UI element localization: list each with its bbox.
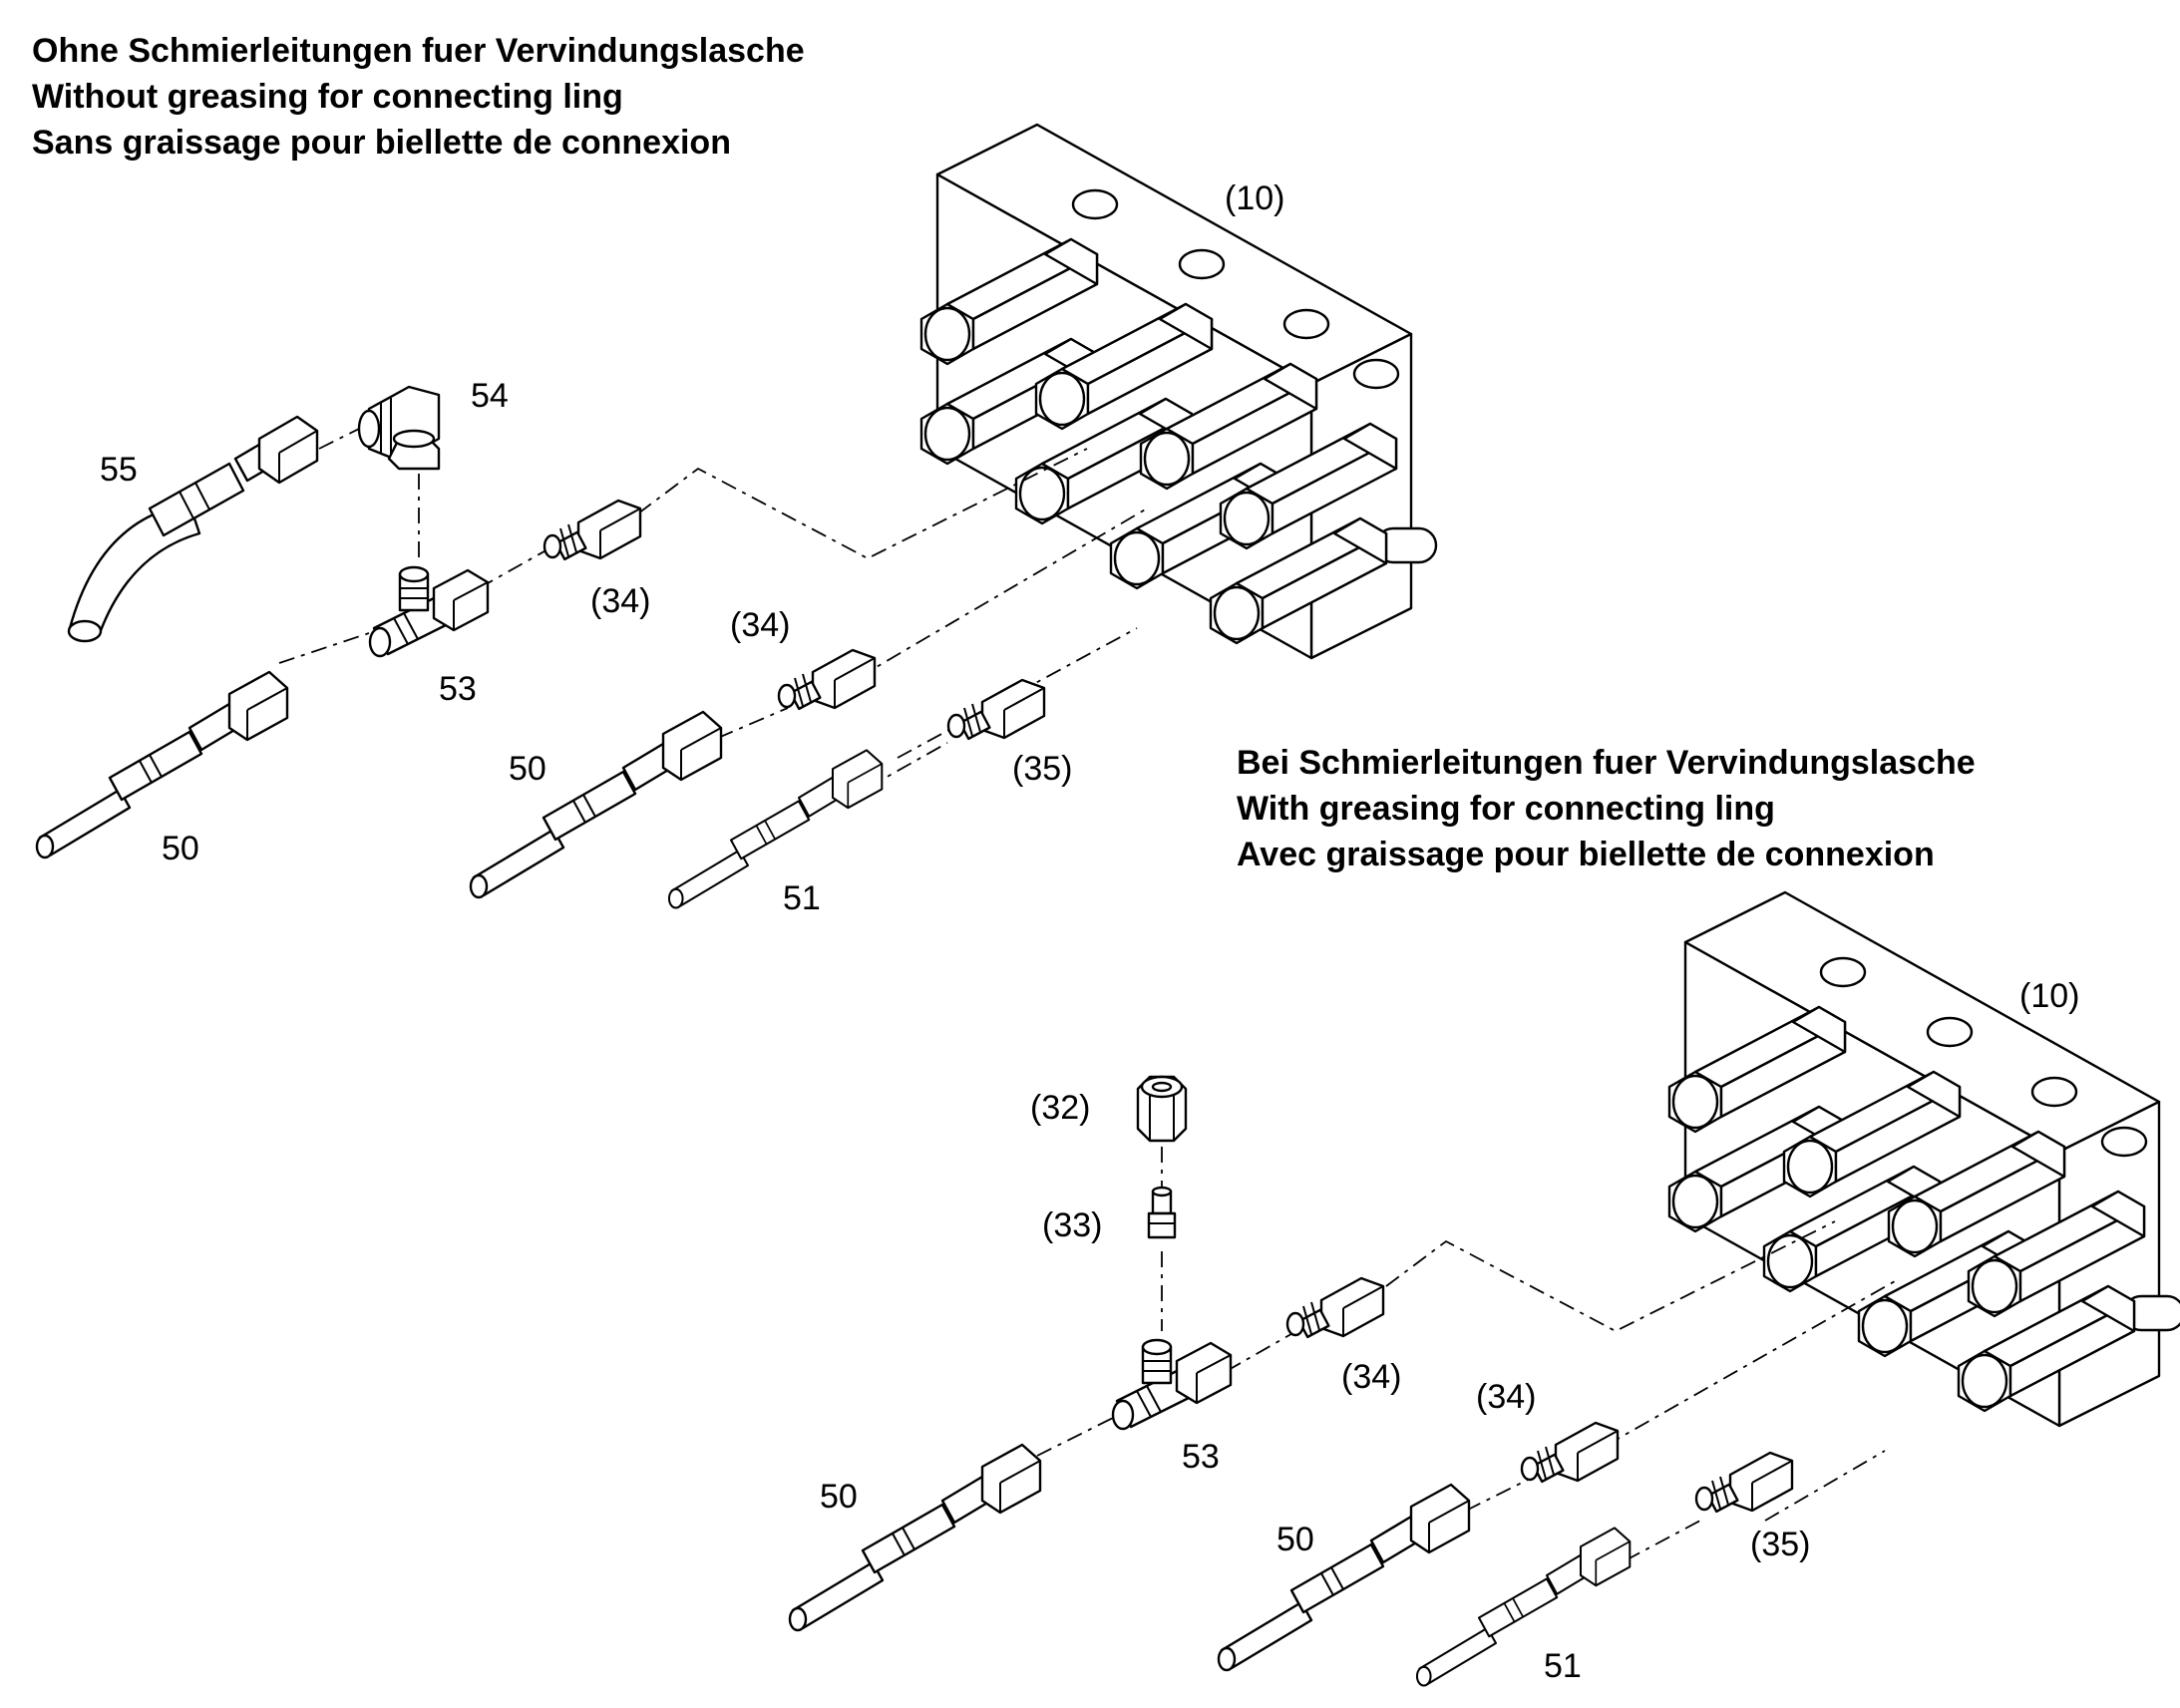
label-53-bottom: 53 — [1182, 1438, 1220, 1476]
nipple-34-upper-bottom — [1520, 1421, 1620, 1484]
centerline-hose-nipple-upper-top — [717, 707, 789, 739]
centerline-hose-nipple-lower-bottom — [1625, 1520, 1701, 1561]
label-32: (32) — [1030, 1089, 1090, 1127]
nut-32 — [1136, 1075, 1188, 1143]
label-50-lower-top: 50 — [162, 830, 199, 867]
label-50-mid-top: 50 — [509, 750, 546, 788]
label-50-left-bottom: 50 — [820, 1478, 858, 1516]
caption-top-line-1: Ohne Schmierleitungen fuer Vervindungsla… — [32, 32, 805, 70]
label-10-top: (10) — [1225, 179, 1284, 217]
centerline-hose-tee-top — [278, 632, 370, 664]
label-35-bottom: (35) — [1750, 1526, 1810, 1563]
centerline-nipple-block-lower-bottom — [1764, 1450, 1886, 1522]
hose-50-left-bottom — [788, 1443, 1042, 1632]
caption-top-line-3: Sans graissage pour biellette de connexi… — [32, 124, 731, 162]
centerline-nipple-block-upper-top — [857, 508, 1148, 679]
label-34-tee-bottom: (34) — [1341, 1358, 1401, 1396]
label-54-top: 54 — [471, 377, 509, 415]
centerline-hose-tee-bottom — [1036, 1415, 1118, 1457]
centerline-tee-block-bottom — [1385, 1220, 1836, 1333]
nipple-34-tee-top — [543, 499, 642, 561]
centerline-tee-block-top — [637, 448, 1088, 560]
caption-top-line-2: Without greasing for connecting ling — [32, 78, 623, 116]
plug-33 — [1147, 1186, 1177, 1239]
caption-bottom-line-3: Avec graissage pour biellette de connexi… — [1237, 836, 1935, 873]
label-51-bottom: 51 — [1544, 1647, 1582, 1685]
distributor-block-top — [921, 125, 1436, 658]
nipple-35-bottom — [1694, 1451, 1794, 1514]
hose-50-mid-top — [469, 710, 723, 899]
centerline-tee-nipple-bottom — [1226, 1330, 1297, 1372]
grease-hose-55 — [67, 415, 319, 643]
tee-fitting-53-bottom — [1111, 1338, 1233, 1431]
caption-top: Ohne Schmierleitungen fuer Vervindungsla… — [32, 32, 805, 162]
label-53-top: 53 — [439, 670, 477, 708]
nipple-34-tee-bottom — [1285, 1276, 1385, 1339]
caption-bottom: Bei Schmierleitungen fuer Vervindungslas… — [1237, 744, 1976, 873]
label-55-top: 55 — [100, 451, 138, 489]
distributor-block-bottom — [1669, 892, 2180, 1426]
elbow-fitting-54 — [357, 385, 441, 471]
tee-fitting-53-top — [368, 565, 490, 658]
nipple-35-top — [946, 678, 1046, 741]
centerline-hose-nipple-upper-bottom — [1465, 1475, 1537, 1512]
caption-bottom-line-2: With greasing for connecting ling — [1237, 790, 1775, 828]
label-34-upper-top: (34) — [730, 606, 790, 644]
label-50-mid-bottom: 50 — [1276, 1521, 1314, 1558]
hose-51-top — [667, 749, 884, 909]
nipple-34-upper-top — [777, 648, 877, 711]
hose-50-mid-bottom — [1217, 1483, 1471, 1672]
label-34-tee-top: (34) — [590, 582, 650, 620]
centerline-nipple-block-upper-bottom — [1605, 1280, 1896, 1447]
caption-bottom-line-1: Bei Schmierleitungen fuer Vervindungslas… — [1237, 744, 1976, 782]
label-51-top: 51 — [783, 879, 821, 917]
hose-51-bottom — [1415, 1527, 1632, 1687]
label-35-top: (35) — [1012, 750, 1072, 788]
label-34-upper-bottom: (34) — [1476, 1378, 1536, 1416]
label-10-bottom: (10) — [2019, 977, 2079, 1015]
label-33: (33) — [1042, 1206, 1102, 1244]
